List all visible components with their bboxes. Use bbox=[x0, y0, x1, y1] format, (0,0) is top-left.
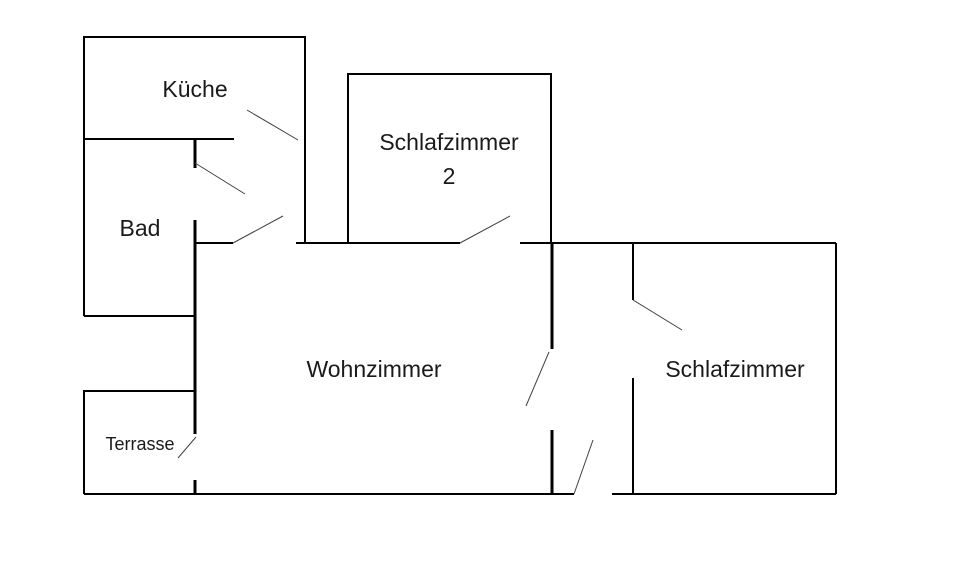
label-schlafzimmer-2: Schlafzimmer bbox=[379, 129, 519, 155]
room-wohnzimmer: Wohnzimmer bbox=[84, 243, 574, 495]
door-kueche bbox=[246, 109, 299, 141]
room-schlafzimmer-2: Schlafzimmer 2 bbox=[347, 73, 552, 244]
door-wohnzimmer-east bbox=[525, 351, 550, 407]
room-bad: Bad bbox=[83, 139, 246, 317]
label-schlafzimmer: Schlafzimmer bbox=[665, 356, 805, 382]
door-schlafzimmer bbox=[632, 299, 683, 331]
hallway-walls bbox=[195, 215, 460, 244]
label-schlafzimmer-2-number: 2 bbox=[443, 163, 456, 189]
label-wohnzimmer: Wohnzimmer bbox=[306, 356, 441, 382]
label-kueche: Küche bbox=[162, 76, 227, 102]
room-kueche: Küche bbox=[83, 36, 306, 243]
label-bad: Bad bbox=[120, 215, 161, 241]
door-entrance bbox=[573, 439, 594, 495]
label-terrasse: Terrasse bbox=[105, 434, 174, 454]
door-schlafzimmer-2 bbox=[459, 215, 511, 244]
door-bad bbox=[194, 162, 246, 195]
entrance bbox=[573, 439, 634, 495]
room-terrasse: Terrasse bbox=[83, 390, 197, 494]
room-schlafzimmer: Schlafzimmer bbox=[551, 242, 837, 495]
door-hall bbox=[232, 215, 284, 244]
door-terrasse bbox=[177, 436, 197, 459]
